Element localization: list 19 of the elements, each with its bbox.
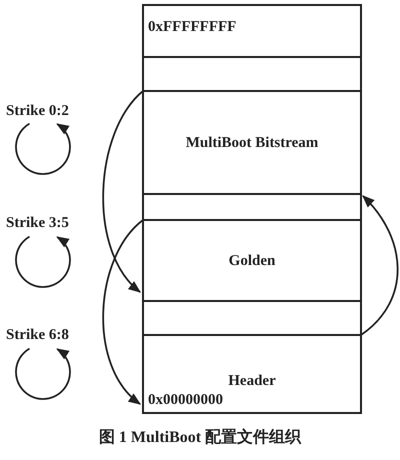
address-label: 0xFFFFFFFF [148, 20, 236, 35]
section-label: Golden [228, 254, 276, 268]
figure-caption: 图 1 MultiBoot 配置文件组织 [98, 430, 302, 446]
strike-label: Strike 0:2 [6, 104, 69, 119]
strike-label: Strike 3:5 [6, 216, 69, 231]
curved-arrow [102, 219, 144, 405]
memory-section [142, 300, 362, 336]
memory-section [142, 56, 362, 92]
memory-section [142, 334, 362, 414]
memory-section [142, 219, 362, 302]
address-label: 0x00000000 [148, 393, 223, 408]
curved-arrow [360, 195, 398, 336]
curved-arrow [102, 90, 144, 293]
memory-section [142, 90, 362, 195]
memory-section [142, 193, 362, 221]
memory-section [142, 4, 362, 58]
section-label: MultiBoot Bitstream [184, 136, 320, 150]
strike-label: Strike 6:8 [6, 328, 69, 343]
section-label: Header [227, 374, 277, 389]
